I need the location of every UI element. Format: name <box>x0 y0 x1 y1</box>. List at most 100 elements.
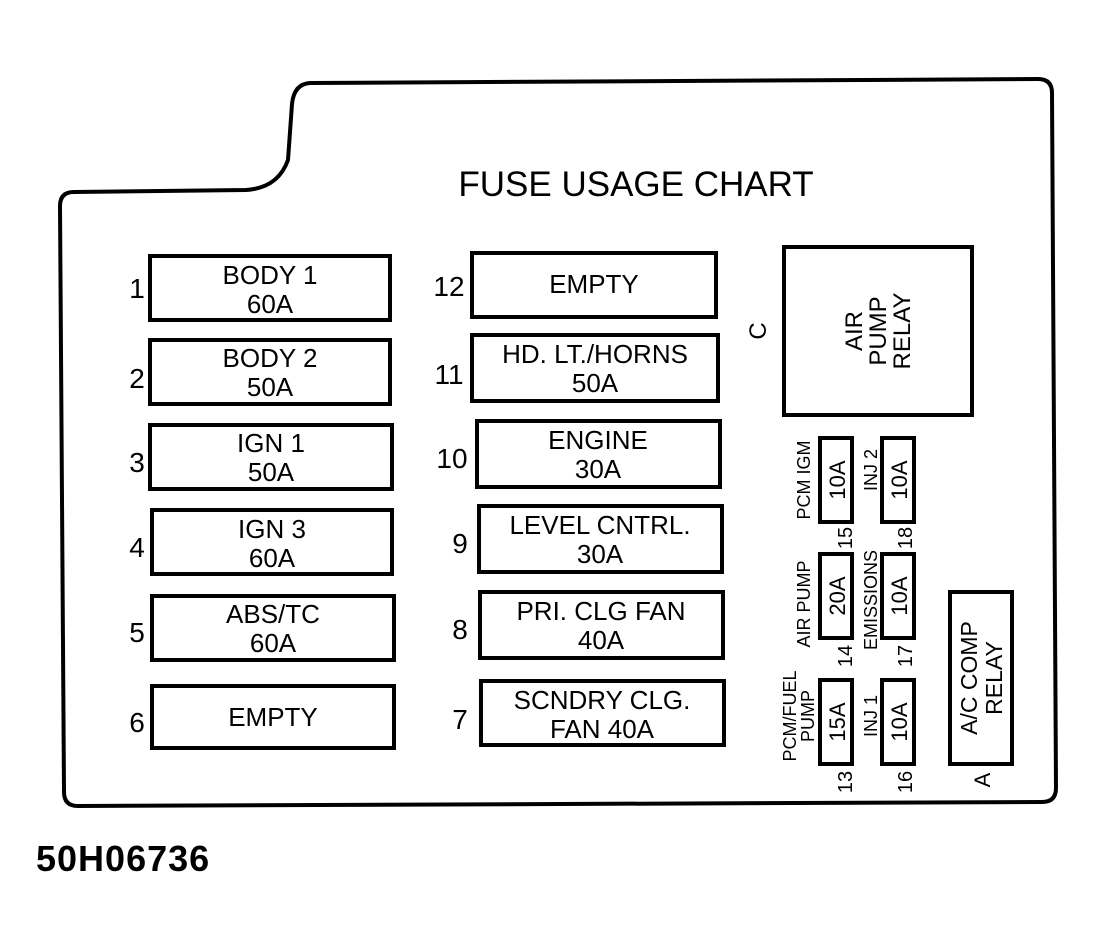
fuse-8: 8 PRI. CLG FAN 40A <box>452 590 725 660</box>
mini-fuse-label: INJ 2 <box>861 449 881 491</box>
fuse-rating: 50A <box>572 368 619 398</box>
relay-box <box>782 245 974 417</box>
mini-fuse-box <box>880 678 916 766</box>
mini-fuse-number: 18 <box>895 527 917 549</box>
mini-fuse-number: 13 <box>835 771 857 793</box>
fuse-box <box>478 590 725 660</box>
fuse-number: 4 <box>129 532 145 563</box>
mini-fuse-number: 16 <box>895 771 917 793</box>
fuse-rating: 30A <box>575 454 622 484</box>
mini-fuse-rating: 15A <box>825 702 850 741</box>
fuse-box <box>148 338 392 406</box>
fuse-9: 9 LEVEL CNTRL. 30A <box>452 504 724 574</box>
fuse-panel-outline <box>58 77 1058 808</box>
fuse-1: 1 BODY 1 60A <box>129 254 392 322</box>
fuse-label: PRI. CLG FAN <box>516 596 685 626</box>
mini-fuse-box <box>818 436 854 524</box>
mini-fuse-label: AIR PUMP <box>794 560 814 647</box>
fuse-number: 2 <box>129 363 145 394</box>
fuse-label: BODY 1 <box>223 260 318 290</box>
fuse-5: 5 ABS/TC 60A <box>129 594 396 662</box>
fuse-label: ABS/TC <box>226 599 320 629</box>
fuse-number: 6 <box>129 707 145 738</box>
relay-letter: A <box>970 772 995 787</box>
mini-fuse-label: INJ 1 <box>861 695 881 737</box>
mini-fuse-box <box>880 436 916 524</box>
fuse-11: 11 HD. LT./HORNS 50A <box>434 333 720 403</box>
mini-fuse-17: 10A EMISSIONS 17 <box>861 550 917 667</box>
fuse-label: LEVEL CNTRL. <box>509 510 690 540</box>
mini-fuse-label-2: PUMP <box>798 690 818 742</box>
fuse-box <box>150 594 396 662</box>
fuse-label: HD. LT./HORNS <box>502 339 688 369</box>
relay-label-line3: RELAY <box>889 293 916 370</box>
mini-fuse-16: 10A INJ 1 16 <box>861 678 917 793</box>
relay-letter: C <box>745 322 772 339</box>
fuse-rating: FAN 40A <box>550 714 655 744</box>
fuse-label: ENGINE <box>548 425 648 455</box>
fuse-number: 5 <box>129 617 145 648</box>
fuse-12: 12 EMPTY <box>433 251 718 319</box>
mini-fuse-number: 17 <box>895 645 917 667</box>
fuse-number: 1 <box>129 273 145 304</box>
relay-a: A A/C COMP RELAY <box>948 590 1014 787</box>
fuse-box <box>479 679 726 747</box>
relay-label-line1: AIR <box>841 311 868 351</box>
fuse-box <box>150 684 396 750</box>
mini-fuse-15: 10A PCM IGM 15 <box>794 436 857 549</box>
mini-fuse-rating: 10A <box>887 460 912 499</box>
fuse-number: 11 <box>434 359 463 390</box>
fuse-box <box>470 251 718 319</box>
mini-fuse-box <box>818 678 854 766</box>
fuse-10: 10 ENGINE 30A <box>436 419 722 489</box>
fuse-number: 8 <box>452 614 468 645</box>
fuse-3: 3 IGN 1 50A <box>129 423 394 491</box>
fuse-label: EMPTY <box>549 269 639 299</box>
fuse-number: 7 <box>452 704 468 735</box>
mini-fuse-box <box>818 552 854 640</box>
mini-fuse-rating: 10A <box>825 460 850 499</box>
relay-label-line2: PUMP <box>865 296 892 365</box>
mini-fuse-number: 14 <box>835 645 857 667</box>
fuse-rating: 50A <box>247 372 294 402</box>
fuse-box <box>477 504 724 574</box>
mini-fuse-13: 15A PCM/FUEL PUMP 13 <box>780 670 857 793</box>
mini-fuse-box <box>880 552 916 640</box>
mini-fuse-rating: 20A <box>825 576 850 615</box>
mini-fuse-label: PCM IGM <box>794 441 814 520</box>
fuse-4: 4 IGN 3 60A <box>129 508 394 576</box>
fuse-rating: 60A <box>249 543 296 573</box>
fuse-label: EMPTY <box>228 702 318 732</box>
mini-fuse-label: PCM/FUEL <box>780 670 800 761</box>
fuse-box <box>475 419 722 489</box>
fuse-2: 2 BODY 2 50A <box>129 338 392 406</box>
fuse-rating: 30A <box>577 539 624 569</box>
mini-fuse-14: 20A AIR PUMP 14 <box>794 552 857 667</box>
fuse-rating: 60A <box>250 628 297 658</box>
fuse-rating: 50A <box>248 457 295 487</box>
fuse-6: 6 EMPTY <box>129 684 396 750</box>
fuse-box <box>148 423 394 491</box>
mini-fuse-number: 15 <box>835 527 857 549</box>
fuse-label: IGN 3 <box>238 514 306 544</box>
mini-fuse-18: 10A INJ 2 18 <box>861 436 917 549</box>
fuse-number: 12 <box>433 271 464 302</box>
diagram-code: 50H06736 <box>36 838 211 879</box>
fuse-rating: 40A <box>578 625 625 655</box>
fuse-box <box>148 254 392 322</box>
fuse-number: 9 <box>452 528 468 559</box>
fuse-number: 3 <box>129 447 145 478</box>
fuse-box <box>150 508 394 576</box>
relay-label-line2: RELAY <box>981 641 1007 715</box>
mini-fuse-rating: 10A <box>887 702 912 741</box>
fuse-label: BODY 2 <box>223 343 318 373</box>
fuse-label: SCNDRY CLG. <box>514 685 691 715</box>
relay-c: C AIR PUMP RELAY <box>745 245 974 417</box>
mini-fuse-rating: 10A <box>887 576 912 615</box>
chart-title: FUSE USAGE CHART <box>458 165 813 204</box>
fuse-box <box>470 333 720 403</box>
fuse-label: IGN 1 <box>237 428 305 458</box>
relay-label-line1: A/C COMP <box>956 621 982 735</box>
mini-fuse-label: EMISSIONS <box>861 550 881 650</box>
